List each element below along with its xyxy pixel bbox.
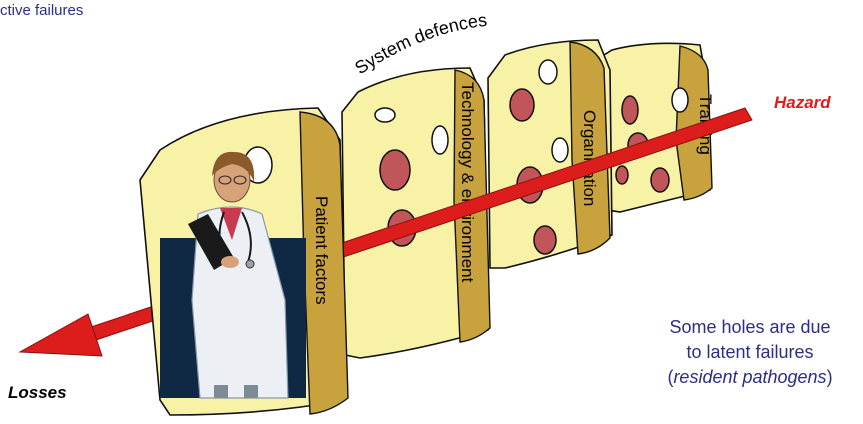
active-failures-caption: ctive failures (0, 2, 83, 19)
cheese-slice-organization: Organization (488, 40, 612, 268)
hole (534, 226, 556, 254)
hole (616, 166, 628, 184)
hole (622, 96, 638, 124)
slice-label-technology: Technology & environment (458, 82, 477, 283)
latent-failures-note: Some holes are due to latent failures (r… (667, 317, 832, 387)
hole (651, 168, 669, 192)
latent-note-line-3: (resident pathogens) (667, 367, 832, 387)
losses-label: Losses (8, 383, 67, 402)
hazard-label: Hazard (774, 93, 831, 112)
hole (432, 126, 448, 154)
hole (380, 150, 410, 190)
hole (375, 108, 395, 122)
hole (539, 60, 557, 84)
hole (510, 89, 534, 121)
latent-note-line-2: to latent failures (686, 342, 813, 362)
slice-label-patient-factors: Patient factors (312, 196, 331, 305)
hole (552, 138, 568, 162)
latent-note-line-1: Some holes are due (669, 317, 830, 337)
hole (672, 88, 688, 112)
